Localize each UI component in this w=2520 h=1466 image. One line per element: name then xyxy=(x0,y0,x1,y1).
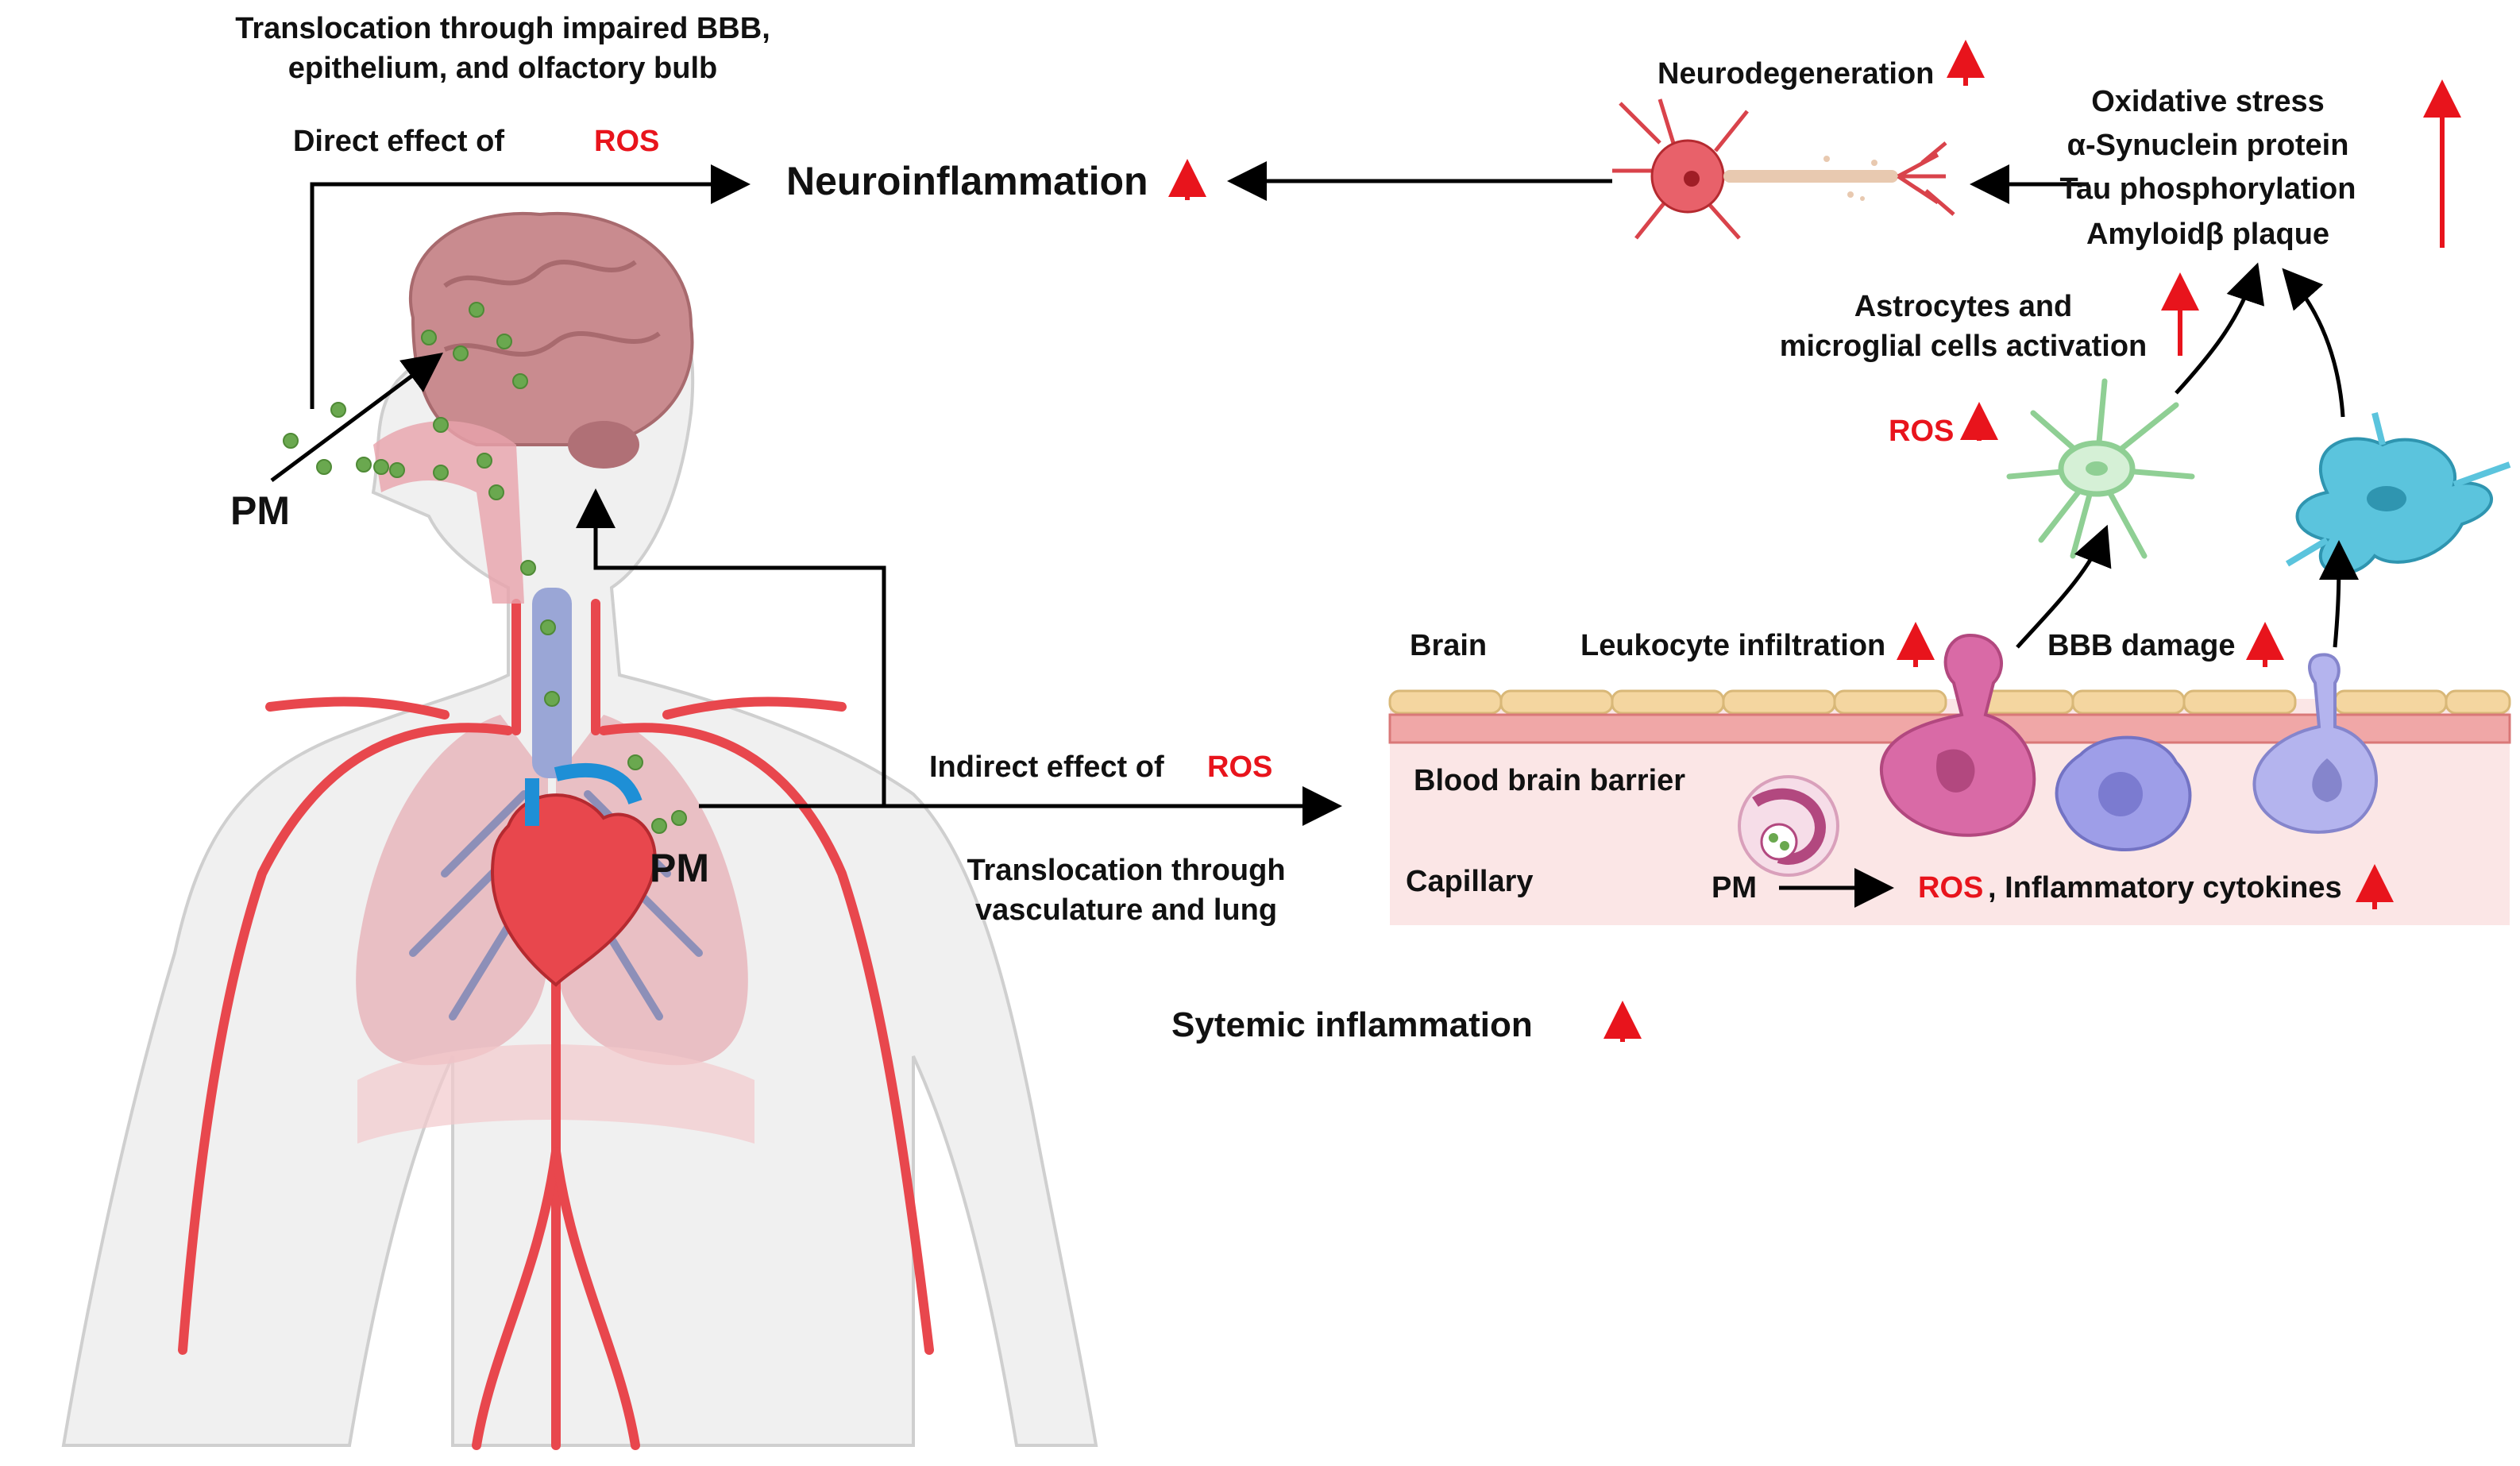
astrocyte-to-stress-arrow xyxy=(2175,262,2265,395)
pm-to-brain-arrow xyxy=(270,353,444,483)
direct-effect-label: Direct effect of xyxy=(293,125,504,158)
brain-illustration xyxy=(408,211,694,469)
direct-effect-ros: ROS xyxy=(594,125,659,158)
human-body-illustration xyxy=(61,211,1098,1450)
vasculature-to-brain-arrow xyxy=(576,488,886,806)
capillary-label: Capillary xyxy=(1406,865,1534,898)
pm-label-lung: PM xyxy=(650,846,709,890)
astrocyte-illustration xyxy=(2006,378,2195,559)
astrocytes-label-1: Astrocytes and xyxy=(1854,290,2073,323)
leukocyte-illustration xyxy=(1879,633,2036,837)
neurodegeneration-label: Neurodegeneration xyxy=(1657,57,1934,91)
ros-label-capillary: ROS xyxy=(1918,871,1983,905)
oxidative-stress-label: Oxidative stress xyxy=(2091,85,2325,118)
artery-illustration xyxy=(178,599,934,1450)
tau-phosphorylation-label: Tau phosphorylation xyxy=(2060,172,2356,206)
leukocyte-to-astrocyte-arrow xyxy=(2016,524,2112,649)
neuroinflammation-label: Neuroinflammation xyxy=(786,159,1148,203)
bbb-damage-cell-illustration xyxy=(2252,653,2378,834)
epithelium-layer xyxy=(1388,689,2511,715)
systemic-inflammation-label: Sytemic inflammation xyxy=(1171,1005,1533,1044)
heart-illustration xyxy=(490,762,657,987)
indirect-effect-label: Indirect effect of xyxy=(929,750,1164,784)
brain-label: Brain xyxy=(1410,629,1487,662)
alpha-synuclein-label: α-Synuclein protein xyxy=(2067,129,2349,162)
blood-brain-barrier-label: Blood brain barrier xyxy=(1414,764,1685,797)
direct-effect-arrow xyxy=(310,164,751,409)
amyloid-plaque-label: Amyloidβ plaque xyxy=(2086,218,2329,251)
leukocyte-infiltration-label: Leukocyte infiltration xyxy=(1580,629,1885,662)
pm-label-left: PM xyxy=(230,488,290,533)
translocation-bbb-label-2: epithelium, and olfactory bulb xyxy=(288,52,717,85)
ros-label-astrocyte: ROS xyxy=(1889,415,1954,448)
astrocytes-label-2: microglial cells activation xyxy=(1780,330,2148,363)
trachea-illustration xyxy=(532,588,572,778)
monocyte-illustration xyxy=(2055,735,2192,851)
pm-particle-icon xyxy=(283,302,687,834)
translocation-vasc-label-2: vasculature and lung xyxy=(975,893,1277,927)
inflammatory-cytokines-label: , Inflammatory cytokines xyxy=(1988,871,2342,905)
microglia-to-stress-arrow xyxy=(2282,268,2345,418)
neutrophil-illustration xyxy=(1738,775,1839,877)
neuron-illustration xyxy=(1612,98,1955,240)
bbb-to-microglia-arrow xyxy=(2318,540,2359,648)
translocation-bbb-label-1: Translocation through impaired BBB, xyxy=(235,12,770,45)
indirect-effect-ros: ROS xyxy=(1207,750,1272,784)
pm-label-capillary: PM xyxy=(1712,871,1757,905)
translocation-vasc-label-1: Translocation through xyxy=(967,854,1285,887)
microglia-illustration xyxy=(2285,412,2511,575)
blood-brain-barrier-panel xyxy=(1388,633,2511,925)
bbb-damage-label: BBB damage xyxy=(2047,629,2236,662)
